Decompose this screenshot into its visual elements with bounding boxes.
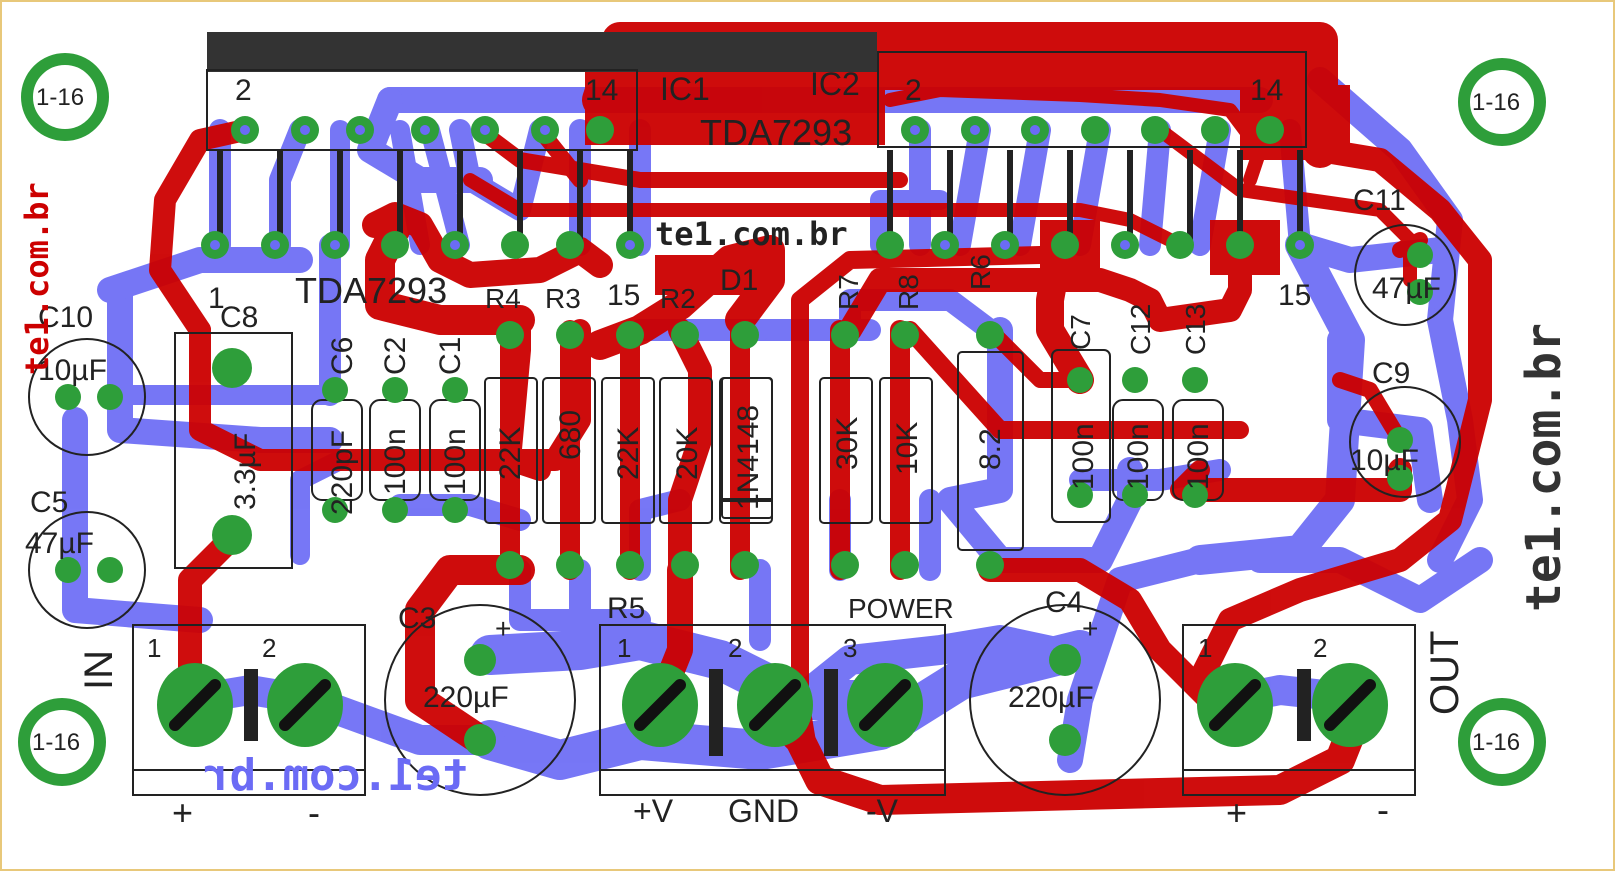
r7-name: R7 (833, 274, 864, 310)
c1-value: 100n (439, 428, 472, 495)
site-right-label: te1.com.br (1516, 323, 1572, 612)
silkscreen-text: 2 14 IC1 IC2 2 14 TDA7293 TDA7293 1 15 1… (25, 66, 1520, 833)
component-pads (55, 242, 1433, 756)
out-label: OUT (1423, 631, 1467, 715)
pwr-pin2: 2 (728, 633, 742, 663)
c4-value: 220µF (1008, 681, 1094, 714)
c1-name: C1 (434, 337, 467, 375)
in-plus: + (172, 792, 193, 833)
ic1-pin1-label: 1 (208, 282, 225, 315)
mount-bl-label: 1-16 (32, 729, 80, 756)
d1-value: 1N4148 (732, 405, 765, 510)
r3-value: 680 (554, 410, 587, 460)
c3-plus: + (495, 613, 511, 644)
c10-name: C10 (38, 301, 93, 334)
pwr-vplus: +V (633, 793, 674, 829)
c2-name: C2 (379, 337, 412, 375)
site-left-label: te1.com.br (18, 182, 56, 375)
c10-value: 10µF (38, 354, 107, 387)
c7-name: C7 (1065, 314, 1096, 350)
c13-value: 100n (1182, 423, 1215, 490)
ic1-pin14-label: 14 (585, 74, 618, 107)
ic1-pin2-label: 2 (235, 74, 252, 107)
in-pin2: 2 (262, 633, 276, 663)
ic2-pin14-label: 14 (1250, 74, 1283, 107)
out-plus: + (1226, 792, 1247, 833)
ic2-pin15-label: 15 (1278, 279, 1311, 312)
c12-name: C12 (1125, 304, 1156, 355)
r3-name: R3 (545, 283, 581, 314)
c8-name: C8 (220, 301, 258, 334)
c7-value: 100n (1067, 423, 1100, 490)
c9-name: C9 (1372, 357, 1410, 390)
silkscreen-layer (28, 32, 1461, 796)
pwr-vminus: -V (866, 793, 899, 829)
r4-value: 22K (494, 427, 527, 480)
out-minus: - (1377, 789, 1389, 830)
c5-value: 47µF (25, 527, 94, 560)
c3-name: C3 (398, 602, 436, 635)
c4-plus: + (1082, 613, 1098, 644)
r6-name: R6 (965, 254, 996, 290)
drill-holes (210, 125, 1305, 250)
pwr-pin3: 3 (843, 633, 857, 663)
c2-value: 100n (379, 428, 412, 495)
r7-value: 30K (831, 417, 864, 470)
d1-name: D1 (720, 264, 758, 297)
in-pin1: 1 (147, 633, 161, 663)
mount-tr-label: 1-16 (1472, 89, 1520, 116)
c11-name: C11 (1353, 184, 1406, 217)
c12-value: 100n (1122, 423, 1155, 490)
c11-value: 47µF (1372, 272, 1441, 305)
c5-name: C5 (30, 486, 68, 519)
r1-value: 20K (671, 427, 704, 480)
c9-value: 10µF (1350, 444, 1419, 477)
c6-name: C6 (326, 337, 359, 375)
r2-name: R2 (660, 283, 696, 314)
mount-tl-label: 1-16 (36, 84, 84, 111)
c3-value: 220µF (423, 681, 509, 714)
c8-value: 3.3µF (229, 433, 262, 510)
out-pin1: 1 (1198, 633, 1212, 663)
pwr-pin1: 1 (617, 633, 631, 663)
ic1-label: IC1 (660, 71, 710, 107)
ic2-label: IC2 (810, 66, 860, 102)
power-label: POWER (848, 593, 954, 624)
r4-name: R4 (485, 283, 521, 314)
site-center-label: te1.com.br (655, 215, 848, 253)
c13-name: C13 (1180, 304, 1211, 355)
r6-value: 8.2 (974, 428, 1007, 470)
mount-br-label: 1-16 (1472, 729, 1520, 756)
out-pin2: 2 (1313, 633, 1327, 663)
ic2-name: TDA7293 (700, 112, 852, 153)
r8-value: 10K (891, 422, 924, 475)
r2-value: 22K (612, 427, 645, 480)
in-minus: - (308, 792, 320, 833)
ic1-pin15-label: 15 (607, 279, 640, 312)
mounting-holes (18, 53, 1546, 786)
pwr-gnd: GND (728, 793, 799, 829)
ic1-name: TDA7293 (295, 270, 447, 311)
r5-name: R5 (607, 592, 645, 625)
r8-name: R8 (893, 274, 924, 310)
c4-name: C4 (1045, 586, 1083, 619)
in-label: IN (77, 650, 121, 690)
terminal-slot-marks (169, 679, 1376, 731)
site-bottom-label: te1.com.br (203, 750, 468, 801)
ic2-pin2-label: 2 (905, 74, 922, 107)
c6-value: 220pF (326, 430, 359, 515)
